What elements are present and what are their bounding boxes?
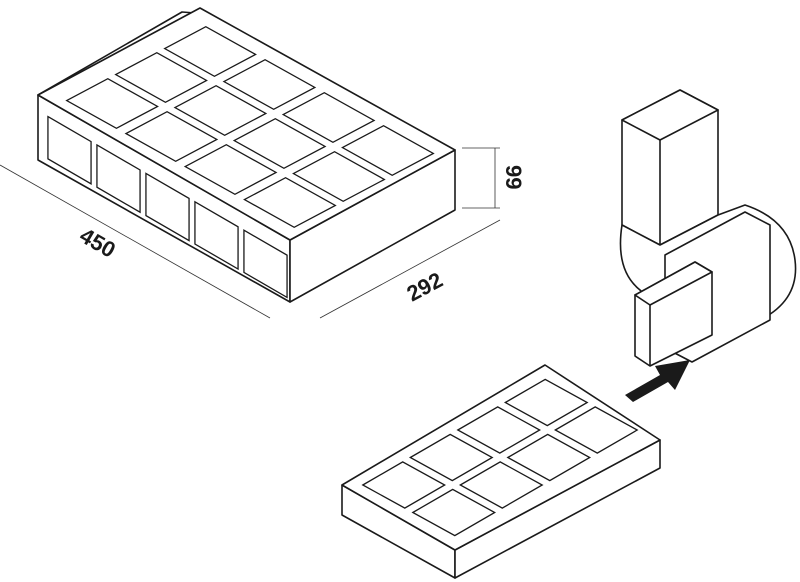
filter-cell: [243, 229, 288, 299]
large-filter-box: [37, 7, 456, 303]
filter-cell: [183, 143, 278, 196]
filter-cell: [281, 91, 376, 144]
filter-cell: [411, 488, 497, 537]
filter-cell: [506, 433, 592, 482]
filter-cell: [341, 124, 435, 177]
filter-cell: [458, 461, 544, 509]
filter-cell: [222, 58, 317, 111]
duct-elbow: [619, 89, 797, 367]
filter-cell: [47, 115, 92, 185]
filter-cell: [292, 150, 386, 203]
filter-cell: [194, 200, 239, 271]
filter-cell: [408, 433, 494, 482]
height-label: 99: [501, 165, 526, 189]
filter-cell: [124, 110, 219, 163]
filter-cell: [96, 143, 141, 214]
small-top-face: [341, 364, 661, 551]
filter-cell: [163, 25, 257, 78]
small-top-grid: [361, 378, 639, 537]
filter-cell: [173, 84, 268, 137]
filter-cell: [145, 172, 190, 242]
filter-cell: [65, 77, 159, 130]
filter-cell: [243, 176, 337, 229]
filter-cell: [114, 51, 208, 104]
dimension-lines: [0, 147, 501, 319]
top-grid: [65, 25, 435, 229]
filter-cell: [553, 406, 639, 454]
filter-cell: [232, 117, 327, 170]
front-panels: [47, 115, 288, 299]
filter-cell: [503, 378, 589, 427]
filter-cell: [456, 406, 542, 454]
insert-arrow-icon: [625, 360, 690, 402]
width-label: 292: [403, 267, 447, 306]
filter-cell: [361, 461, 447, 509]
small-filter-box: [341, 364, 661, 579]
